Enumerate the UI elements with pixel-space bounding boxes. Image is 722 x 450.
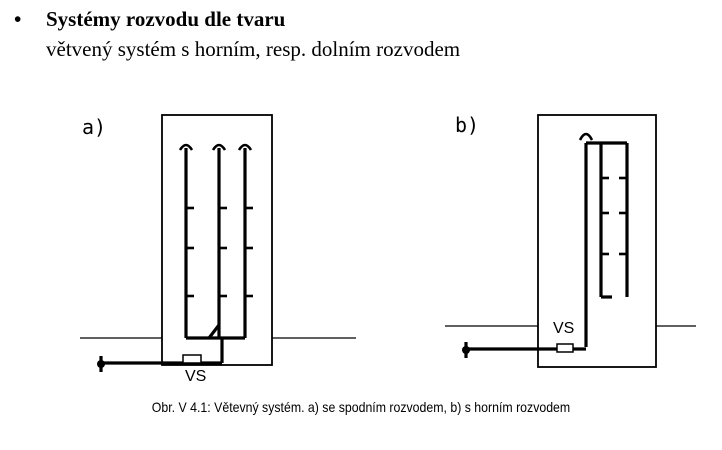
taps-b: [601, 176, 627, 256]
taps-a: [186, 206, 253, 298]
inlet-node-a: [97, 360, 105, 368]
risers-a: [99, 148, 247, 372]
building-b: [537, 114, 657, 368]
panel-a-diagram: a) VS: [80, 114, 356, 385]
vs-label-a: VS: [185, 368, 206, 385]
inlet-node-b: [462, 346, 470, 354]
heading-row: • Systémy rozvodu dle tvaru: [14, 4, 285, 34]
figure-caption: Obr. V 4.1: Větevný systém. a) se spodní…: [151, 399, 571, 415]
panel-b-diagram: b) VS: [445, 113, 696, 368]
risers-b: [464, 141, 629, 358]
heading-title: Systémy rozvodu dle tvaru: [46, 6, 286, 31]
panel-b-label: b): [455, 113, 479, 137]
outlets-a: [178, 143, 253, 151]
vs-label-b: VS: [553, 320, 574, 337]
bullet-icon: •: [14, 6, 22, 31]
water-meter-b: [556, 343, 574, 353]
heading-subtitle: větvený systém s horním, resp. dolním ro…: [46, 37, 461, 61]
building-a: [161, 114, 273, 366]
water-meter-a: [182, 354, 202, 364]
panel-a-label: a): [82, 115, 106, 139]
outlet-b: [578, 132, 594, 141]
